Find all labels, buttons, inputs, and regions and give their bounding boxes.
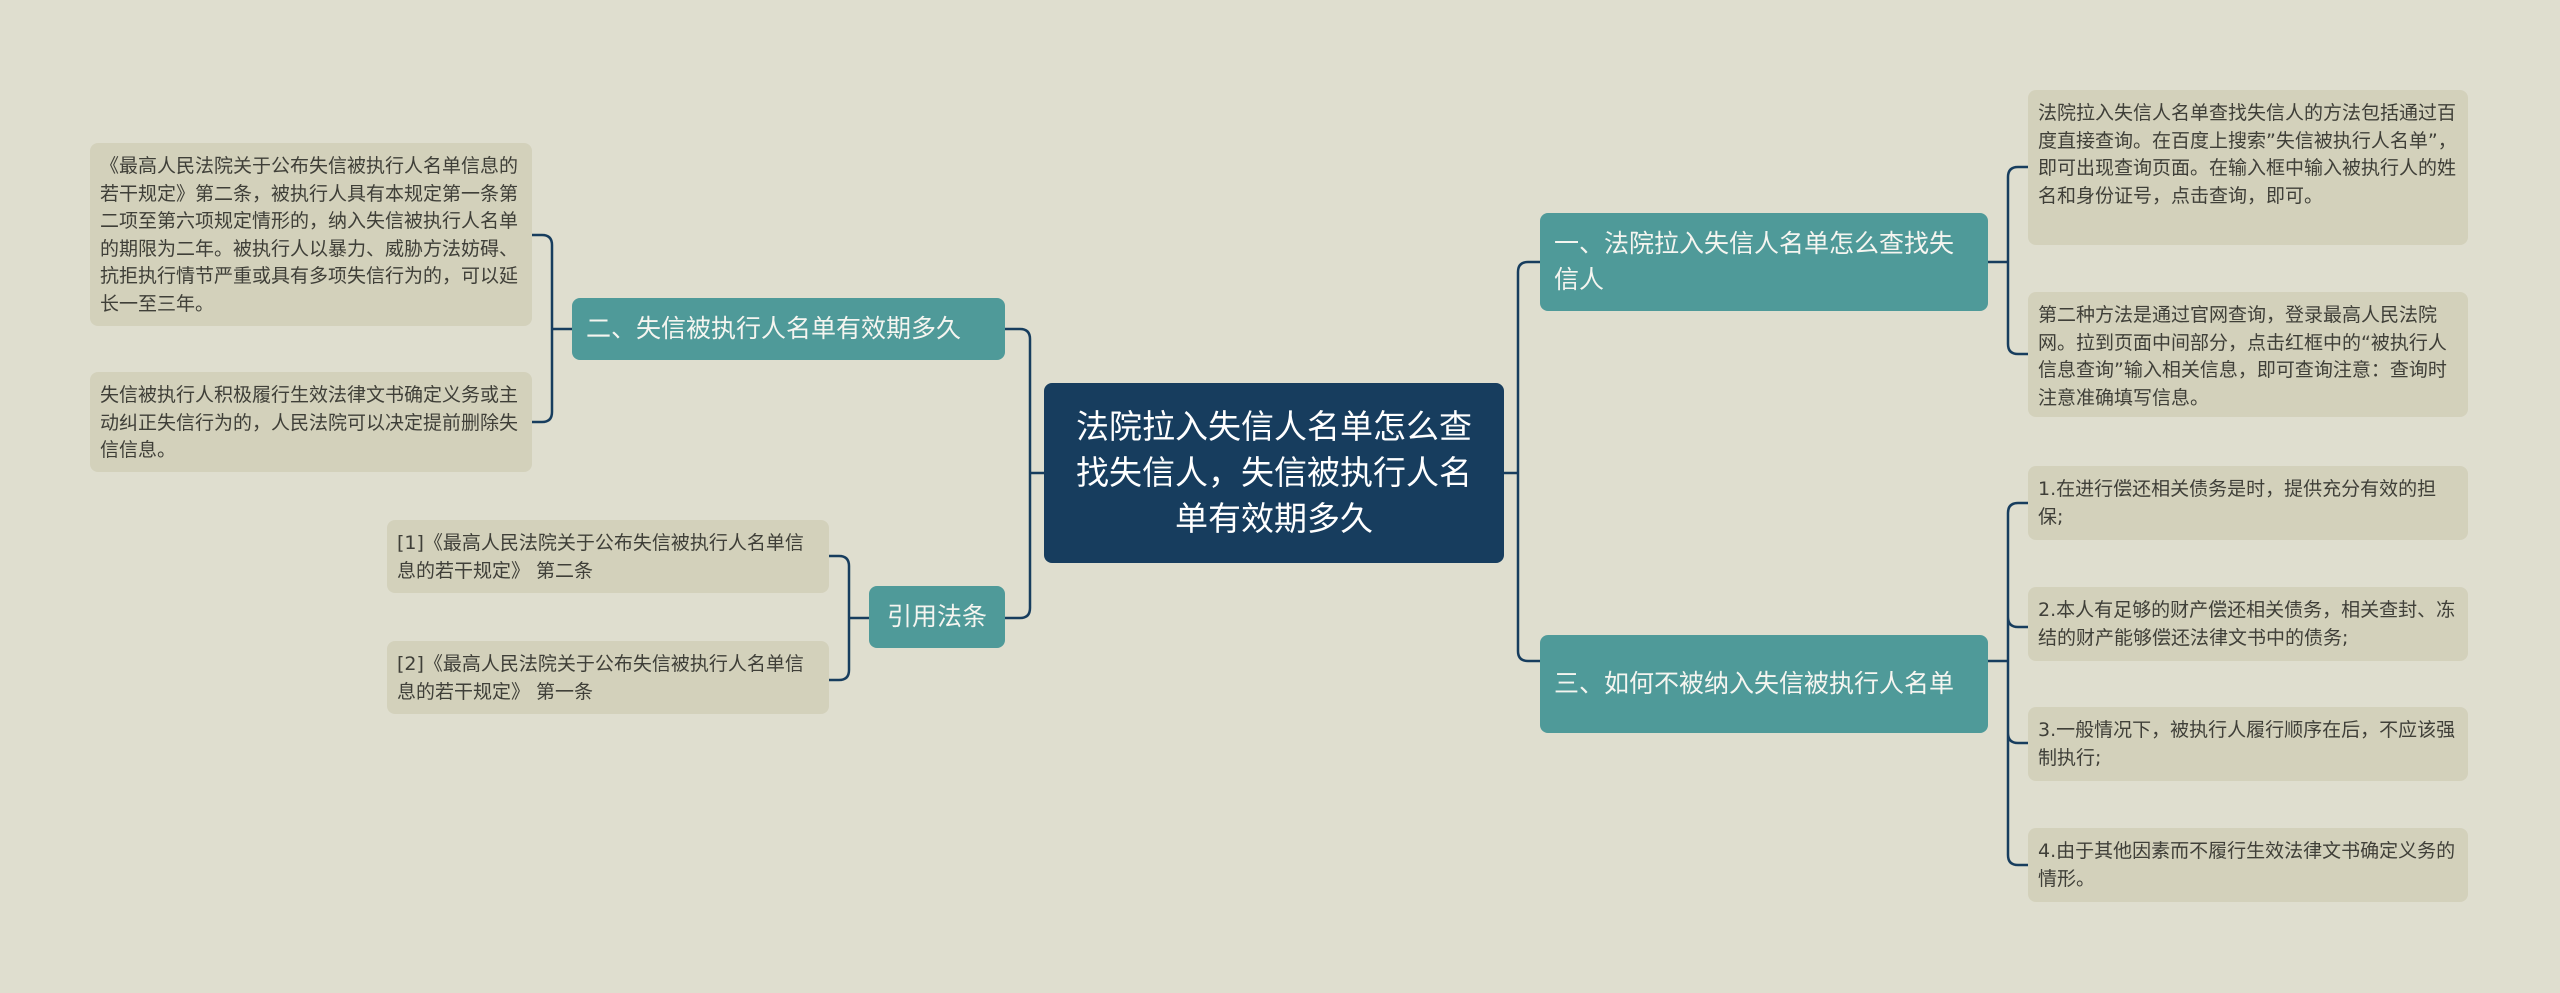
leaf-text: [1]《最高人民法院关于公布失信被执行人名单信息的若干规定》 第二条 [397,532,804,582]
branch-node-b3[interactable]: 三、如何不被纳入失信被执行人名单 [1540,635,1988,733]
branch-label: 三、如何不被纳入失信被执行人名单 [1554,669,1955,698]
leaf-text: 第二种方法是通过官网查询，登录最高人民法院网。拉到页面中间部分，点击红框中的“被… [2038,304,2447,409]
leaf-text: 2.本人有足够的财产偿还相关债务，相关查封、冻结的财产能够偿还法律文书中的债务; [2038,599,2456,649]
leaf-node-b1-2[interactable]: 第二种方法是通过官网查询，登录最高人民法院网。拉到页面中间部分，点击红框中的“被… [2028,292,2468,417]
root-title: 法院拉入失信人名单怎么查找失信人，失信被执行人名单有效期多久 [1076,407,1472,538]
leaf-text: 法院拉入失信人名单查找失信人的方法包括通过百度直接查询。在百度上搜索”失信被执行… [2038,102,2457,207]
leaf-node-b3-1[interactable]: 1.在进行偿还相关债务是时，提供充分有效的担保; [2028,466,2468,540]
leaf-node-b1-1[interactable]: 法院拉入失信人名单查找失信人的方法包括通过百度直接查询。在百度上搜索”失信被执行… [2028,90,2468,245]
connector-b3-leaves [1988,501,2028,867]
leaf-node-b2-1[interactable]: 《最高人民法院关于公布失信被执行人名单信息的若干规定》第二条，被执行人具有本规定… [90,143,532,326]
leaf-text: 3.一般情况下，被执行人履行顺序在后，不应该强制执行; [2038,719,2456,769]
leaf-node-b3-2[interactable]: 2.本人有足够的财产偿还相关债务，相关查封、冻结的财产能够偿还法律文书中的债务; [2028,587,2468,661]
leaf-node-b3-4[interactable]: 4.由于其他因素而不履行生效法律文书确定义务的情形。 [2028,828,2468,902]
branch-label: 一、法院拉入失信人名单怎么查找失信人 [1554,229,1955,294]
leaf-node-b4-1[interactable]: [1]《最高人民法院关于公布失信被执行人名单信息的若干规定》 第二条 [387,520,829,593]
branch-node-b4[interactable]: 引用法条 [869,586,1005,648]
leaf-node-b4-2[interactable]: [2]《最高人民法院关于公布失信被执行人名单信息的若干规定》 第一条 [387,641,829,714]
branch-label: 二、失信被执行人名单有效期多久 [586,314,962,343]
branch-node-b1[interactable]: 一、法院拉入失信人名单怎么查找失信人 [1540,213,1988,311]
connector-root-right [1504,260,1540,663]
leaf-text: 1.在进行偿还相关债务是时，提供充分有效的担保; [2038,478,2437,528]
root-node[interactable]: 法院拉入失信人名单怎么查找失信人，失信被执行人名单有效期多久 [1044,383,1504,563]
connector-b4-leaves [829,554,869,682]
leaf-node-b2-2[interactable]: 失信被执行人积极履行生效法律文书确定义务或主动纠正失信行为的，人民法院可以决定提… [90,372,532,472]
connector-b2-leaves [532,233,572,424]
leaf-text: 4.由于其他因素而不履行生效法律文书确定义务的情形。 [2038,840,2456,890]
connector-b1-leaves [1988,165,2028,356]
connector-root-left [1005,327,1044,620]
leaf-text: [2]《最高人民法院关于公布失信被执行人名单信息的若干规定》 第一条 [397,653,804,703]
leaf-text: 失信被执行人积极履行生效法律文书确定义务或主动纠正失信行为的，人民法院可以决定提… [100,384,519,461]
branch-node-b2[interactable]: 二、失信被执行人名单有效期多久 [572,298,1005,360]
branch-label: 引用法条 [886,602,987,631]
leaf-node-b3-3[interactable]: 3.一般情况下，被执行人履行顺序在后，不应该强制执行; [2028,707,2468,781]
leaf-text: 《最高人民法院关于公布失信被执行人名单信息的若干规定》第二条，被执行人具有本规定… [100,155,519,315]
